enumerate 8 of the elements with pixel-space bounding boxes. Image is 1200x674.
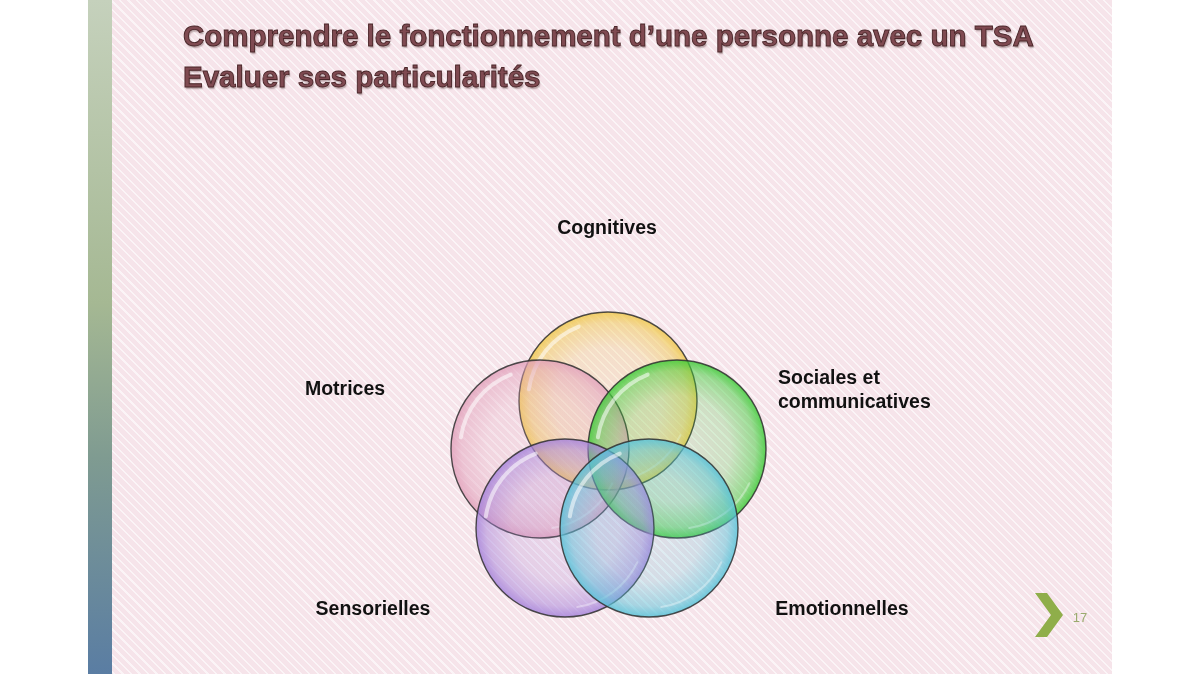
circle-label: Cognitives [557,215,657,239]
slide-title: Comprendre le fonctionnement d’une personne avec un TSA Evaluer ses particularités [183,18,1034,95]
venn-circle [558,437,740,619]
circle-label: Sensorielles [315,596,431,620]
circle-label: Sociales et communicatives [778,365,932,413]
circle-label: Motrices [304,376,386,400]
page-number: 17 [1072,610,1088,626]
circle-label: Emotionnelles [775,596,909,620]
